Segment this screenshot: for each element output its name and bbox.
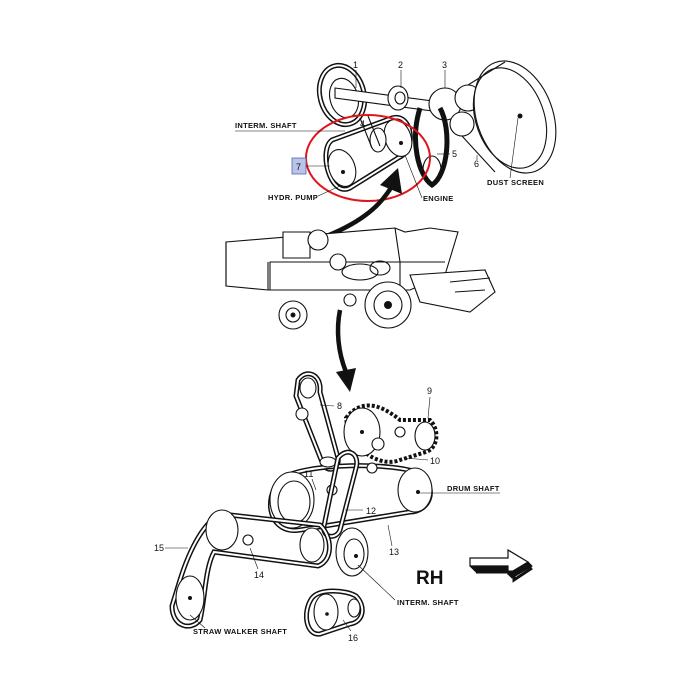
label-dust-screen: DUST SCREEN [487, 178, 544, 187]
bottom-belt-assembly [169, 371, 439, 637]
callout-1: 1 [353, 60, 358, 70]
callout-16: 16 [348, 633, 358, 643]
direction-arrow-icon [469, 548, 533, 583]
arrow-to-bottom-view [335, 309, 349, 373]
combine-harvester [225, 227, 496, 330]
callout-4: 4 [360, 119, 365, 129]
callout-11: 11 [304, 469, 313, 479]
label-interm-shaft-top: INTERM. SHAFT [235, 121, 297, 130]
callout-10: 10 [430, 456, 440, 466]
label-hydr-pump: HYDR. PUMP [268, 193, 318, 202]
callout-2: 2 [398, 60, 403, 70]
callout-12: 12 [366, 506, 376, 516]
label-engine: ENGINE [423, 194, 454, 203]
top-belt-assembly [316, 60, 557, 192]
callout-6: 6 [474, 159, 479, 169]
label-drum-shaft: DRUM SHAFT [447, 484, 500, 493]
callout-8: 8 [337, 401, 342, 411]
callout-9: 9 [427, 386, 432, 396]
callout-15: 15 [154, 543, 164, 553]
callout-14: 14 [254, 570, 264, 580]
label-interm-shaft-bottom: INTERM. SHAFT [397, 598, 459, 607]
callout-5: 5 [452, 149, 457, 159]
label-straw-walker-shaft: STRAW WALKER SHAFT [193, 627, 287, 636]
callout-3: 3 [442, 60, 447, 70]
callout-7: 7 [296, 162, 301, 172]
callout-13: 13 [389, 547, 399, 557]
rh-marker: RH [416, 568, 443, 589]
